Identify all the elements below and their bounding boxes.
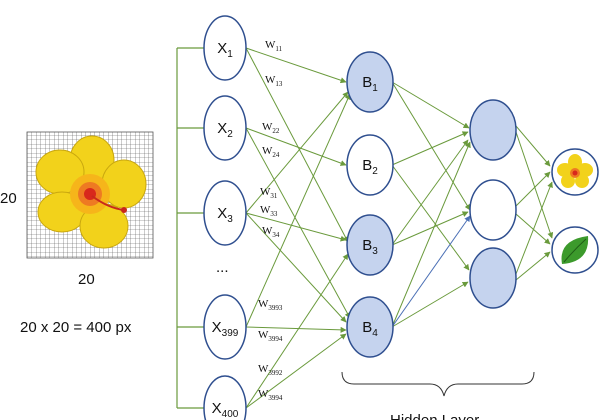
hidden-connections [391,81,471,328]
flower-icon [557,154,593,188]
hidden2-node-2 [469,179,517,241]
output-connections [515,125,554,281]
svg-text:B4: B4 [362,319,378,339]
input-ellipsis: ... [216,259,229,276]
svg-text:B1: B1 [362,74,378,94]
input-node-x3: X3 [203,180,247,246]
hidden-node-b1: B1 [346,51,394,113]
svg-text:B2: B2 [362,157,378,177]
weight-label-w31: W31 [260,186,278,200]
input-node-x1: X1 [203,15,247,81]
weight-label-w13: W13 [265,74,283,88]
weight-label-w34: W34 [262,225,280,239]
input-image [26,131,154,259]
weight-label-w3992: W3992 [258,363,283,377]
weight-label-w11: W11 [265,39,283,53]
input-node-x2: X2 [203,95,247,161]
pixel-count-label: 20 x 20 = 400 px [20,319,132,336]
weight-label-w24: W24 [262,145,280,159]
output-node-leaf [551,226,599,274]
weight-label-w3993: W3993 [258,298,283,312]
svg-text:B3: B3 [362,237,378,257]
hidden2-node-1 [469,99,517,161]
svg-text:X399: X399 [212,319,239,339]
flower-image-icon [35,135,147,249]
output-node-flower [551,148,599,196]
hidden-node-b4: B4 [346,296,394,358]
hidden-node-b3: B3 [346,214,394,276]
weight-label-w22: W22 [262,121,280,135]
image-height-label: 20 [0,190,17,207]
hidden-layer-caption: Hidden Layer [390,412,479,420]
hidden2-node-3 [469,247,517,309]
input-node-x400: X400 [203,375,247,420]
hidden-connection-blue [391,215,471,328]
hidden-node-b2: B2 [346,134,394,196]
leaf-icon [561,236,589,264]
weight-label-w33: W33 [260,204,278,218]
weight-label-w3994-a: W3994 [258,329,283,343]
hidden-layer-brace [341,371,535,397]
input-bracket [176,47,204,409]
image-width-label: 20 [78,271,95,288]
svg-text:X2: X2 [217,120,233,140]
input-connections [245,47,351,409]
weight-label-w3994-b: W3994 [258,388,283,402]
svg-text:X400: X400 [212,400,239,420]
svg-text:X1: X1 [217,40,233,60]
input-node-x399: X399 [203,294,247,360]
svg-text:X3: X3 [217,205,233,225]
